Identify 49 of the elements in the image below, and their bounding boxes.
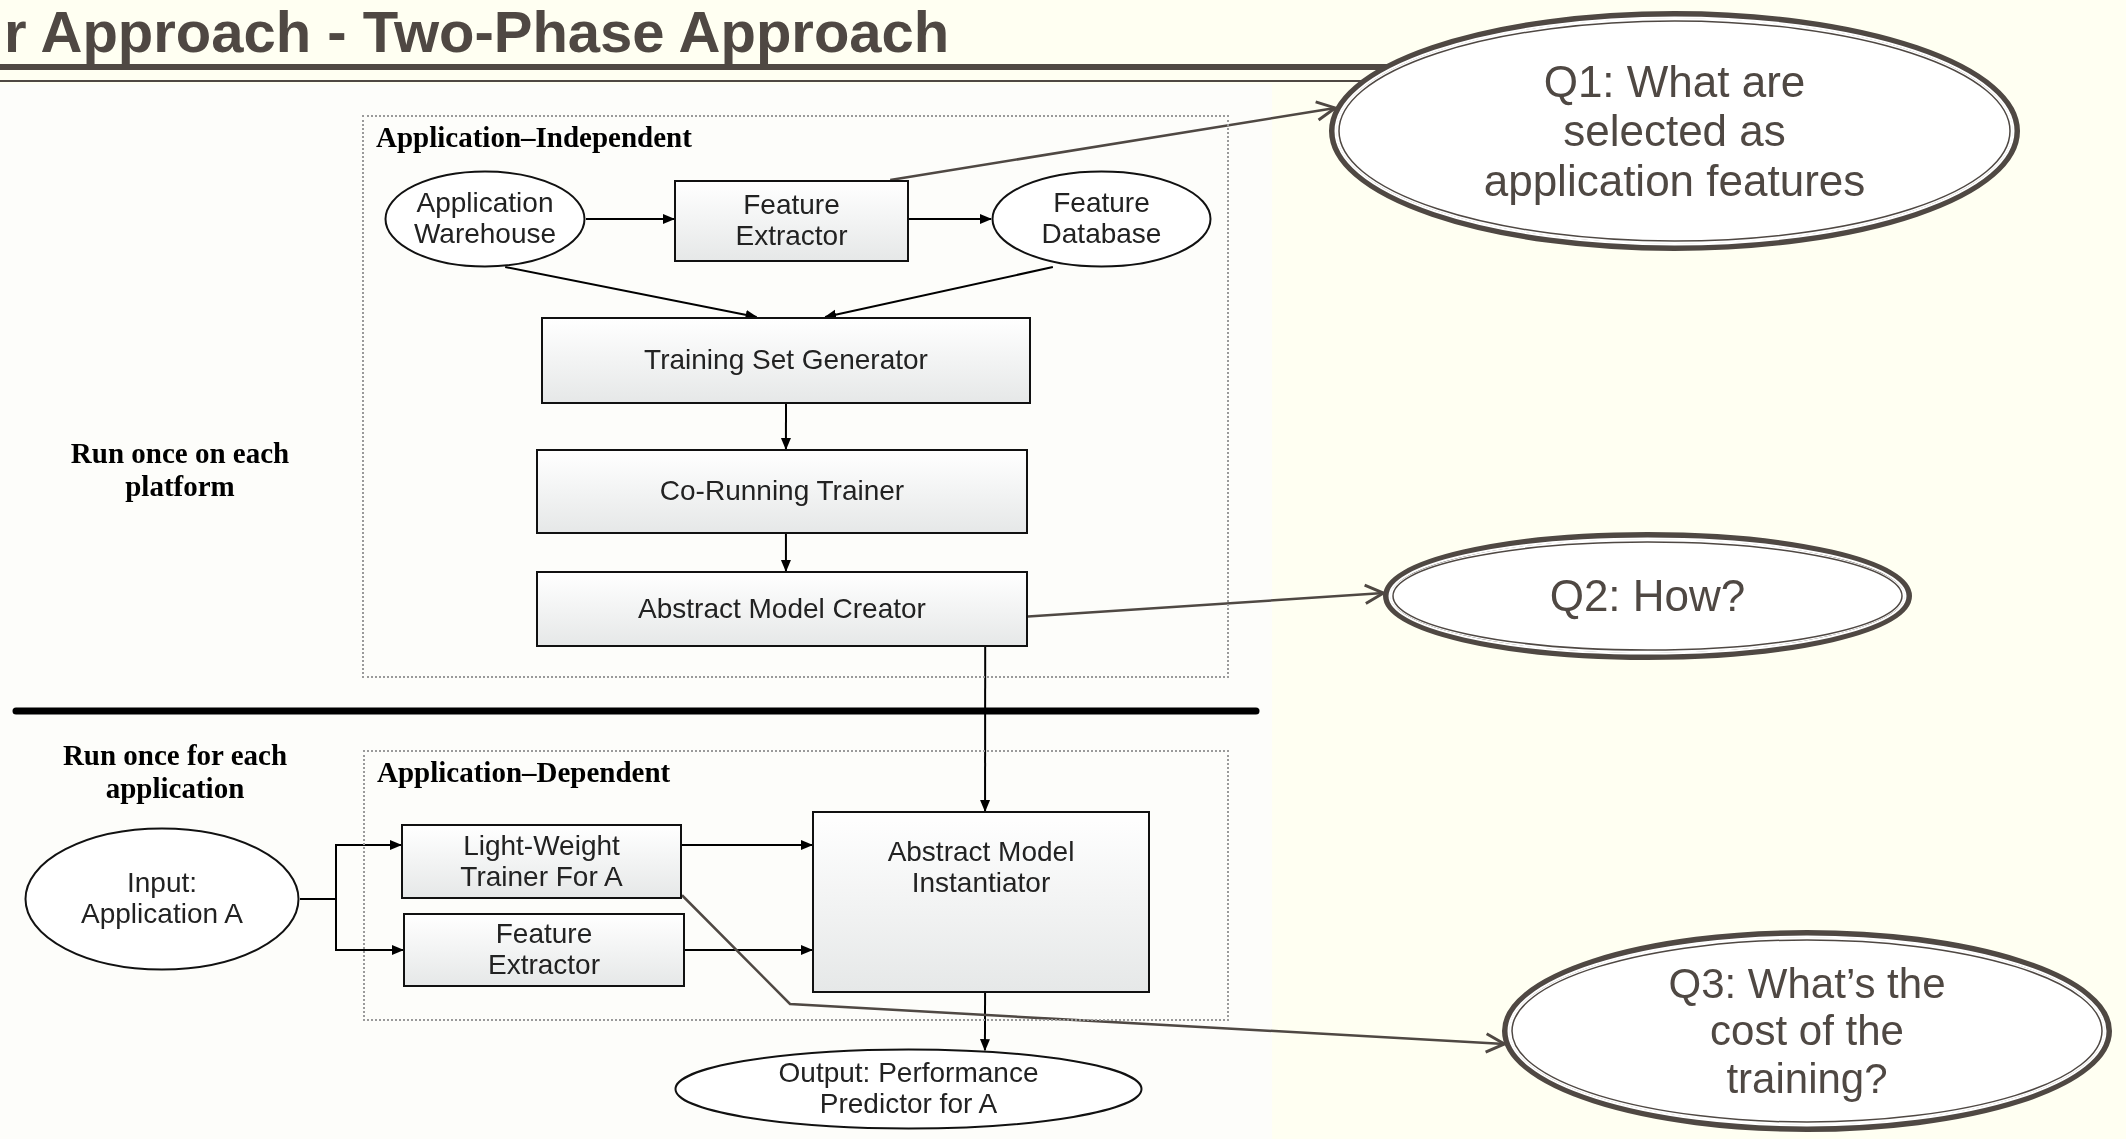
node-label: Output: Performance Predictor for A <box>777 1058 1040 1120</box>
phase-note: Run once on each platform <box>69 437 291 504</box>
node-label: Q1: What are selected as application features <box>1482 57 1867 205</box>
arrow <box>780 403 791 450</box>
node-label: Input: Application A <box>80 868 244 930</box>
question-ellipse <box>1329 11 2020 251</box>
node-label: Q3: What’s the cost of the training? <box>1667 960 1947 1102</box>
question-ellipse <box>1383 532 1912 660</box>
node-label: Application Warehouse <box>412 188 558 250</box>
arrow <box>681 840 813 851</box>
phase-note: Run once for each application <box>61 739 289 806</box>
data-ellipse <box>674 1048 1143 1130</box>
node-label: Feature Database <box>1040 188 1163 250</box>
group-title: Application–Dependent <box>377 756 671 789</box>
arrow <box>684 945 813 956</box>
process-box <box>403 913 685 987</box>
arrow <box>979 992 990 1052</box>
pointer-arrow <box>890 100 1337 182</box>
arrow <box>299 898 404 955</box>
arrow <box>824 266 1054 320</box>
node-label: Feature Extractor <box>487 919 601 981</box>
process-box <box>541 317 1031 404</box>
process-box <box>536 449 1028 534</box>
question-ellipse <box>1502 930 2112 1132</box>
process-box <box>674 180 909 262</box>
arrow <box>908 214 992 224</box>
data-ellipse <box>991 170 1212 268</box>
process-box <box>812 811 1150 993</box>
arrow <box>504 266 758 320</box>
node-label: Feature Extractor <box>734 190 849 252</box>
group-title: Application–Independent <box>376 121 692 154</box>
pointer-arrow <box>681 894 1506 1054</box>
node-label: Co-Running Trainer <box>659 476 905 507</box>
process-box <box>401 824 682 899</box>
arrow <box>585 214 675 225</box>
data-ellipse <box>24 827 300 971</box>
node-label: Light-Weight Trainer For A <box>459 830 624 893</box>
pointer-arrow <box>1027 583 1385 618</box>
phase-group <box>363 750 1229 1021</box>
process-box <box>536 571 1028 647</box>
node-label: Abstract Model Instantiator <box>886 837 1076 899</box>
phase-group <box>362 115 1229 678</box>
node-label: Training Set Generator <box>644 345 928 376</box>
node-label: Abstract Model Creator <box>638 593 926 625</box>
slide-title: r Approach - Two-Phase Approach <box>4 0 950 64</box>
arrow <box>780 533 791 572</box>
data-ellipse <box>384 170 586 268</box>
arrow <box>980 646 991 812</box>
node-label: Q2: How? <box>1549 571 1746 621</box>
